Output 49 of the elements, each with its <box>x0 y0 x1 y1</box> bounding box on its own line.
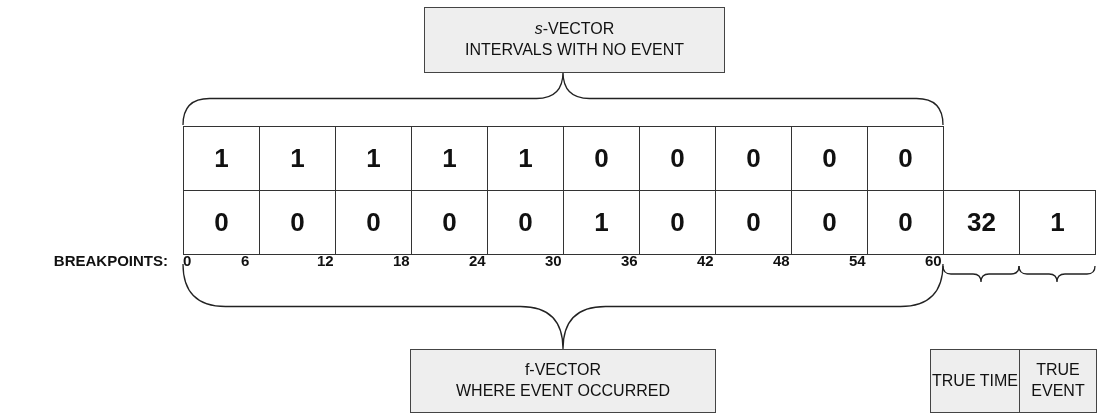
cell-value: 1 <box>594 206 609 239</box>
breakpoint-label: 24 <box>469 251 486 271</box>
cell-value: 0 <box>518 206 533 239</box>
cell-value: 1 <box>1050 206 1065 239</box>
breakpoint-label: 36 <box>621 251 638 271</box>
cell-value: 1 <box>214 142 229 175</box>
cell-value: 1 <box>290 142 305 175</box>
caption-box <box>424 7 725 73</box>
cell-value: 0 <box>366 206 381 239</box>
cell-value: 0 <box>898 142 913 175</box>
caption-box <box>930 349 1020 413</box>
breakpoint-label: 6 <box>241 251 250 271</box>
cell-value: 0 <box>822 142 837 175</box>
breakpoint-label: 18 <box>393 251 410 271</box>
breakpoint-label: 0 <box>183 251 192 271</box>
cell-value: 0 <box>290 206 305 239</box>
caption-text: INTERVALS WITH NO EVENT <box>465 40 684 60</box>
breakpoint-label: 42 <box>697 251 714 271</box>
value-cell <box>943 190 1020 255</box>
caption-text: f-VECTOR <box>524 360 602 381</box>
caption-box <box>1019 349 1097 413</box>
axis-title: BREAKPOINTS: <box>53 251 168 271</box>
breakpoint-label: 60 <box>925 251 942 271</box>
cell-value: 32 <box>967 206 996 239</box>
cell-value: 1 <box>442 142 457 175</box>
cell-value: 0 <box>746 142 761 175</box>
value-cell <box>867 126 944 191</box>
cell-value: 0 <box>670 142 685 175</box>
breakpoint-label: 30 <box>545 251 562 271</box>
caption-box <box>410 349 716 413</box>
cell-value: 0 <box>822 206 837 239</box>
breakpoint-label: 48 <box>773 251 790 271</box>
value-cell <box>183 126 260 191</box>
cell-value: 0 <box>594 142 609 175</box>
value-cell <box>1019 190 1096 255</box>
value-cell <box>183 190 260 255</box>
caption-text: WHERE EVENT OCCURRED <box>456 381 670 401</box>
cell-value: 0 <box>670 206 685 239</box>
cell-value: 0 <box>214 206 229 239</box>
cell-value: 1 <box>366 142 381 175</box>
caption-text: TRUE EVENT <box>1030 360 1086 401</box>
caption-text: s-VECTOR <box>534 19 615 40</box>
cell-value: 0 <box>442 206 457 239</box>
breakpoint-label: 54 <box>849 251 866 271</box>
cell-value: 0 <box>898 206 913 239</box>
cell-value: 1 <box>518 142 533 175</box>
caption-text: TRUE TIME <box>932 370 1018 391</box>
cell-value: 0 <box>746 206 761 239</box>
breakpoint-label: 12 <box>317 251 334 271</box>
